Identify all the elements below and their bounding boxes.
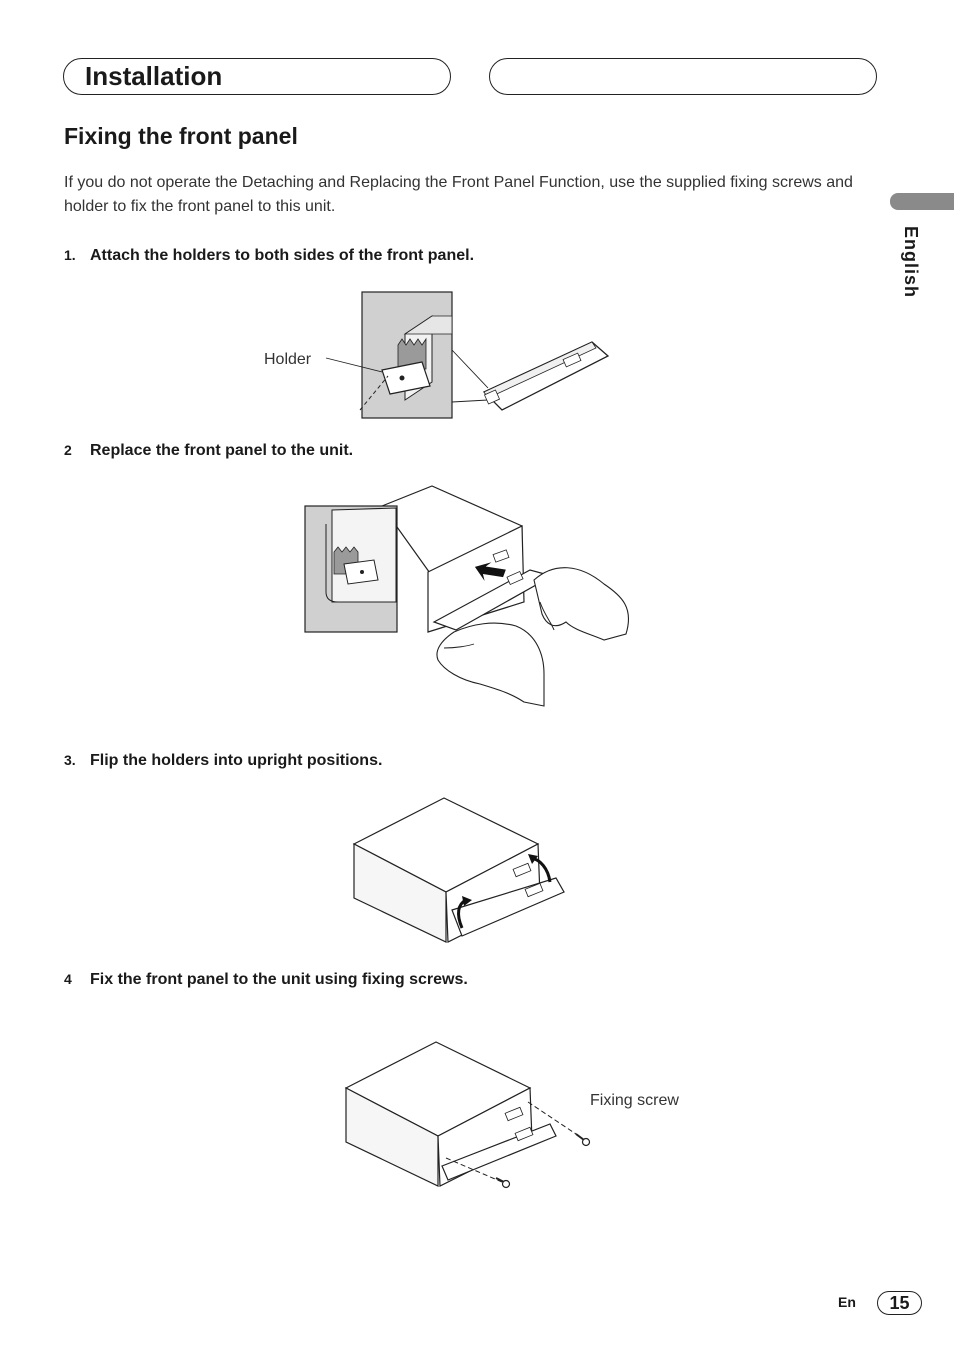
unit-side (345, 1087, 439, 1187)
page-heading: Fixing the front panel (64, 123, 298, 149)
footer-language: En (838, 1294, 856, 1310)
section-title-frame (63, 58, 451, 95)
step-4: 4 Fix the front panel to the unit using f… (64, 969, 468, 990)
fixing-screw-right (575, 1133, 591, 1147)
intro-paragraph: If you do not operate the Detaching and … (64, 174, 853, 215)
step-number: 1. (64, 247, 76, 263)
header-blank-frame (489, 58, 877, 95)
front-panel (482, 341, 610, 411)
step-3: 3. Flip the holders into upright position… (64, 750, 382, 771)
language-side-label: English (901, 226, 921, 299)
step-1: 1. Attach the holders to both sides of th… (64, 245, 474, 266)
panel-replace-illustration (304, 485, 630, 707)
step-2: 2 Replace the front panel to the unit. (64, 440, 353, 461)
push-arrow (474, 562, 506, 582)
left-hand (436, 622, 545, 707)
step-number: 3. (64, 752, 76, 768)
holder-flip-illustration (352, 797, 565, 943)
step-text: Fix the front panel to the unit using fi… (90, 971, 468, 988)
holder-clip (381, 361, 431, 395)
step-text: Flip the holders into upright positions. (90, 752, 383, 769)
holder-attach-illustration: Holder (264, 291, 610, 419)
unit-side (353, 843, 447, 943)
page-number: 15 (877, 1291, 922, 1315)
step-text: Attach the holders to both sides of the … (90, 247, 475, 264)
section-title: Installation (85, 61, 223, 91)
front-panel (441, 1123, 557, 1181)
step-text: Replace the front panel to the unit. (90, 442, 354, 459)
screw-path-right (527, 1101, 583, 1139)
holder-leader-line (325, 357, 383, 373)
screw-path-left (445, 1157, 503, 1183)
screw-fix-illustration: Fixing screw (344, 1041, 679, 1189)
fixing-screw-left (495, 1177, 511, 1189)
right-hand (533, 567, 630, 641)
step-number: 2 (64, 442, 72, 458)
fixing-screw-label: Fixing screw (590, 1092, 679, 1109)
step-number: 4 (64, 971, 72, 987)
holder-label: Holder (264, 351, 312, 368)
language-tab-marker (890, 193, 954, 210)
